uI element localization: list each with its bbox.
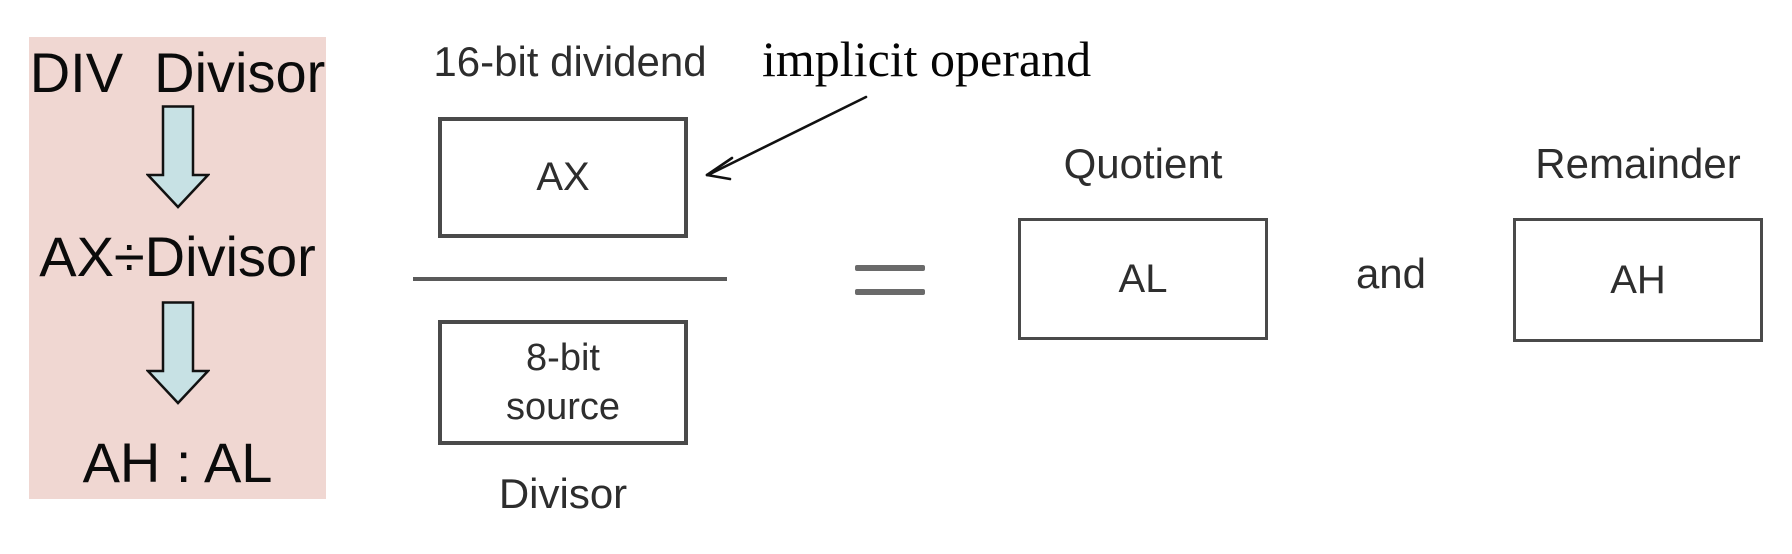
fraction-bar [413,277,727,281]
instruction-text: DIV Divisor [29,41,326,104]
source-box-line1: 8-bit [526,336,600,379]
operation-text: AX÷Divisor [39,225,316,288]
divisor-label: Divisor [498,470,628,517]
source-register-box: 8-bit source [438,320,688,445]
annotation-arrow-lines [705,95,868,181]
source-box-text: 8-bit source [506,334,620,431]
source-box-line2: source [505,385,621,428]
down-arrow-outline [145,105,210,209]
result-pair-text: AH : AL [82,431,273,494]
div-operation-panel: DIV Divisor AX÷Divisor AH : AL [29,37,326,499]
al-register-box: AL [1018,218,1268,340]
equals-bar-top [855,265,925,271]
down-arrow-outline [145,301,210,405]
quotient-label: Quotient [1063,140,1223,187]
ax-register-box: AX [438,117,688,238]
equals-sign [855,265,925,296]
implicit-operand-label: implicit operand [762,31,1092,87]
down-arrow-shape [147,302,208,403]
dividend-label: 16-bit dividend [433,38,707,85]
al-register-label: AL [1118,256,1168,301]
down-arrow-icon [145,105,210,209]
ah-register-label: AH [1610,257,1666,302]
ah-register-box: AH [1513,218,1763,342]
equals-bar-bottom [855,289,925,295]
down-arrow-icon [145,301,210,405]
remainder-label: Remainder [1535,140,1741,187]
down-arrow-shape [147,106,208,207]
ax-register-label: AX [536,155,590,199]
and-label: and [1355,250,1427,297]
